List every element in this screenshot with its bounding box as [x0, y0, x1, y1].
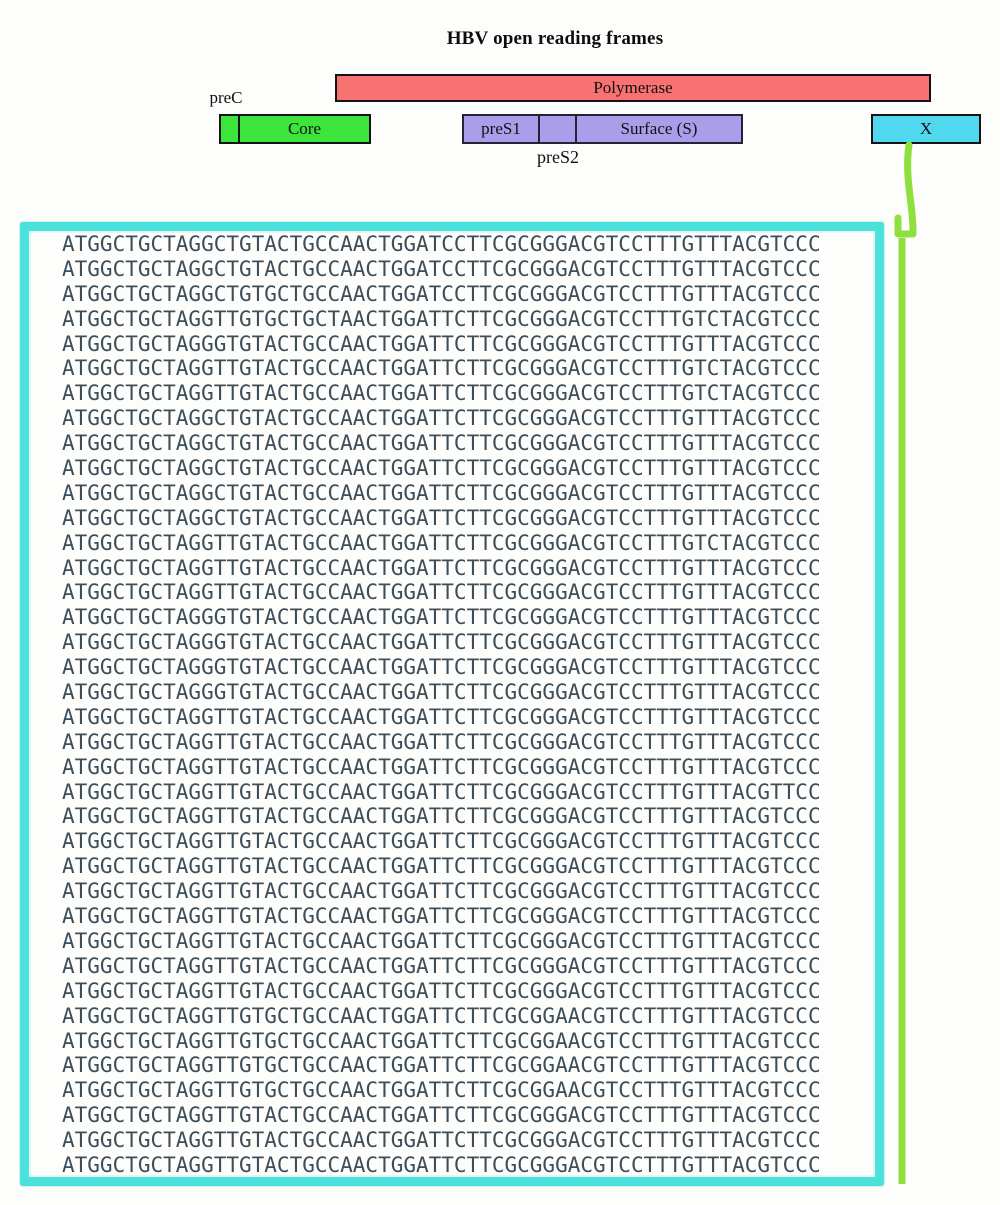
sequence-row: ATGGCTGCTAGGTTGTACTGCCAACTGGATTCTTCGCGGG…: [62, 804, 821, 829]
sequence-row: ATGGCTGCTAGGTTGTACTGCCAACTGGATTCTTCGCGGG…: [62, 928, 821, 953]
sequence-row: ATGGCTGCTAGGTTGTACTGCCAACTGGATTCTTCGCGGG…: [62, 530, 821, 555]
pres2-label: preS2: [537, 147, 579, 167]
sequence-row: ATGGCTGCTAGGTTGTGCTGCCAACTGGATTCTTCGCGGA…: [62, 1003, 821, 1028]
prec-segment: [221, 116, 240, 142]
sequence-row: ATGGCTGCTAGGCTGTACTGCCAACTGGATTCTTCGCGGG…: [62, 406, 821, 431]
sequence-row: ATGGCTGCTAGGTTGTACTGCCAACTGGATTCTTCGCGGG…: [62, 953, 821, 978]
sequence-alignment-box: ATGGCTGCTAGGCTGTACTGCCAACTGGATCCTTCGCGGG…: [20, 222, 884, 1186]
sequence-row: ATGGCTGCTAGGTTGTACTGCCAACTGGATTCTTCGCGGG…: [62, 356, 821, 381]
pres1-label: preS1: [481, 119, 521, 138]
polymerase-orf-box: Polymerase: [335, 74, 931, 102]
figure-title: HBV open reading frames: [446, 28, 664, 49]
sequence-row: ATGGCTGCTAGGTTGTACTGCCAACTGGATTCTTCGCGGG…: [62, 1152, 821, 1177]
sequence-row: ATGGCTGCTAGGGTGTACTGCCAACTGGATTCTTCGCGGG…: [62, 655, 821, 680]
sequence-row: ATGGCTGCTAGGTTGTACTGCCAACTGGATTCTTCGCGGG…: [62, 754, 821, 779]
core-orf-box: Core: [219, 114, 371, 144]
x-gene-orf-box: X: [871, 114, 981, 144]
sequence-row: ATGGCTGCTAGGGTGTACTGCCAACTGGATTCTTCGCGGG…: [62, 680, 821, 705]
sequence-row: ATGGCTGCTAGGTTGTACTGCCAACTGGATTCTTCGCGGG…: [62, 381, 821, 406]
sequence-row: ATGGCTGCTAGGGTGTACTGCCAACTGGATTCTTCGCGGG…: [62, 605, 821, 630]
surface-orf-box: preS1 Surface (S): [462, 114, 743, 144]
sequence-rows: ATGGCTGCTAGGCTGTACTGCCAACTGGATCCTTCGCGGG…: [62, 232, 821, 1177]
sequence-row: ATGGCTGCTAGGCTGTACTGCCAACTGGATTCTTCGCGGG…: [62, 505, 821, 530]
sequence-row: ATGGCTGCTAGGTTGTACTGCCAACTGGATTCTTCGCGGG…: [62, 904, 821, 929]
sequence-row: ATGGCTGCTAGGCTGTACTGCCAACTGGATTCTTCGCGGG…: [62, 431, 821, 456]
sequence-row: ATGGCTGCTAGGTTGTGCTGCCAACTGGATTCTTCGCGGA…: [62, 1078, 821, 1103]
core-label: Core: [287, 119, 322, 138]
sequence-row: ATGGCTGCTAGGCTGTACTGCCAACTGGATTCTTCGCGGG…: [62, 480, 821, 505]
sequence-row: ATGGCTGCTAGGTTGTACTGCCAACTGGATTCTTCGCGGG…: [62, 978, 821, 1003]
sequence-row: ATGGCTGCTAGGTTGTACTGCCAACTGGATTCTTCGCGGG…: [62, 729, 821, 754]
sequence-row: ATGGCTGCTAGGTTGTGCTGCCAACTGGATTCTTCGCGGA…: [62, 1028, 821, 1053]
sequence-row: ATGGCTGCTAGGTTGTACTGCCAACTGGATTCTTCGCGGG…: [62, 555, 821, 580]
polymerase-label: Polymerase: [593, 78, 673, 97]
sequence-row: ATGGCTGCTAGGTTGTGCTGCCAACTGGATTCTTCGCGGA…: [62, 1053, 821, 1078]
sequence-row: ATGGCTGCTAGGCTGTACTGCCAACTGGATCCTTCGCGGG…: [62, 232, 821, 256]
sequence-row: ATGGCTGCTAGGCTGTACTGCCAACTGGATCCTTCGCGGG…: [62, 256, 821, 281]
sequence-row: ATGGCTGCTAGGTTGTACTGCCAACTGGATTCTTCGCGGG…: [62, 879, 821, 904]
surface-segment: Surface (S): [577, 116, 741, 142]
sequence-row: ATGGCTGCTAGGCTGTACTGCCAACTGGATTCTTCGCGGG…: [62, 456, 821, 481]
sequence-row: ATGGCTGCTAGGTTGTACTGCCAACTGGATTCTTCGCGGG…: [62, 779, 821, 804]
sequence-row: ATGGCTGCTAGGTTGTACTGCCAACTGGATTCTTCGCGGG…: [62, 580, 821, 605]
pres1-segment: preS1: [464, 116, 540, 142]
sequence-row: ATGGCTGCTAGGTTGTACTGCCAACTGGATTCTTCGCGGG…: [62, 704, 821, 729]
sequence-row: ATGGCTGCTAGGTTGTGCTGCTAACTGGATTCTTCGCGGG…: [62, 306, 821, 331]
sequence-row: ATGGCTGCTAGGTTGTACTGCCAACTGGATTCTTCGCGGG…: [62, 854, 821, 879]
sequence-row: ATGGCTGCTAGGTTGTACTGCCAACTGGATTCTTCGCGGG…: [62, 1128, 821, 1153]
pres2-segment: [540, 116, 577, 142]
sequence-row: ATGGCTGCTAGGCTGTGCTGCCAACTGGATCCTTCGCGGG…: [62, 281, 821, 306]
sequence-row: ATGGCTGCTAGGTTGTACTGCCAACTGGATTCTTCGCGGG…: [62, 829, 821, 854]
x-gene-label: X: [919, 119, 933, 138]
surface-label: Surface (S): [620, 119, 698, 138]
sequence-row: ATGGCTGCTAGGGTGTACTGCCAACTGGATTCTTCGCGGG…: [62, 630, 821, 655]
sequence-row: ATGGCTGCTAGGTTGTACTGCCAACTGGATTCTTCGCGGG…: [62, 1103, 821, 1128]
sequence-row: ATGGCTGCTAGGGTGTACTGCCAACTGGATTCTTCGCGGG…: [62, 331, 821, 356]
prec-label: preC: [209, 88, 243, 107]
